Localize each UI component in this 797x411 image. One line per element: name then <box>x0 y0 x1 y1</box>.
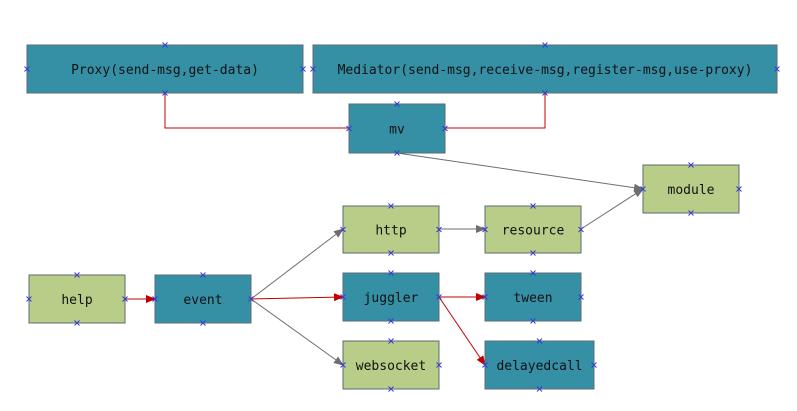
connection-point-mv-right[interactable] <box>442 125 448 132</box>
node-module[interactable]: module <box>642 164 740 214</box>
node-module-label: module <box>668 183 715 198</box>
connection-point-help-left[interactable] <box>26 296 32 302</box>
node-mediator-box <box>312 44 778 94</box>
node-event-label: event <box>183 293 222 308</box>
node-proxy-box <box>26 44 304 94</box>
node-juggler-label: juggler <box>364 291 419 306</box>
node-help[interactable]: help <box>28 274 126 324</box>
connection-point-event-right[interactable] <box>248 296 254 302</box>
connection-point-http-left[interactable] <box>340 226 346 233</box>
node-mediator[interactable]: Mediator(send-msg,receive-msg,register-m… <box>312 44 778 94</box>
node-help-label: help <box>61 293 92 308</box>
connection-point-delayedcall-bottom[interactable] <box>536 386 543 392</box>
node-event[interactable]: event <box>154 274 252 324</box>
node-http[interactable]: http <box>342 205 440 254</box>
connection-point-tween-top[interactable] <box>530 270 536 276</box>
node-tween-box <box>484 272 582 322</box>
node-delayedcall[interactable]: delayedcall <box>484 340 595 390</box>
connection-point-resource-bottom[interactable] <box>530 250 536 256</box>
connection-point-help-bottom[interactable] <box>74 320 80 326</box>
node-delayedcall-box <box>484 340 595 390</box>
node-delayedcall-label: delayedcall <box>496 359 582 374</box>
connection-point-juggler-top[interactable] <box>388 270 394 276</box>
connection-point-help-top[interactable] <box>74 272 80 278</box>
connection-point-proxy-right[interactable] <box>300 66 306 72</box>
connection-point-tween-bottom[interactable] <box>530 318 536 324</box>
node-juggler[interactable]: juggler <box>342 272 440 322</box>
connection-point-proxy-bottom[interactable] <box>162 90 168 96</box>
connection-point-websocket-top[interactable] <box>388 338 394 344</box>
node-proxy[interactable]: Proxy(send-msg,get-data) <box>26 44 304 94</box>
connection-point-event-top[interactable] <box>200 272 206 278</box>
edge-event-to-websocket <box>250 298 344 366</box>
connection-point-delayedcall-left[interactable] <box>482 362 488 368</box>
node-resource[interactable]: resource <box>484 205 582 254</box>
node-module-box <box>642 164 740 214</box>
node-mv[interactable]: mv <box>348 103 446 154</box>
edge-mv-to-module <box>396 152 644 192</box>
connection-point-juggler-left[interactable] <box>340 294 346 300</box>
connection-point-module-right[interactable] <box>736 186 742 192</box>
connection-point-tween-right[interactable] <box>578 294 584 300</box>
edge-event-to-http <box>250 228 344 300</box>
edge-juggler-to-delayedcall <box>438 296 486 366</box>
connection-point-delayedcall-top[interactable] <box>536 338 543 344</box>
connection-point-delayedcall-right[interactable] <box>591 362 597 368</box>
connection-point-mv-bottom[interactable] <box>394 150 400 156</box>
connection-point-mv-top[interactable] <box>394 101 400 107</box>
connection-point-juggler-right[interactable] <box>436 294 442 300</box>
connection-point-mv-left[interactable] <box>346 125 352 132</box>
node-juggler-box <box>342 272 440 322</box>
connection-point-http-right[interactable] <box>436 226 442 233</box>
node-websocket-label: websocket <box>356 359 426 374</box>
connection-point-resource-top[interactable] <box>530 203 536 209</box>
node-websocket-box <box>342 340 440 390</box>
edge-resource-to-module <box>580 188 644 230</box>
edges-layer <box>125 93 644 366</box>
node-websocket[interactable]: websocket <box>342 340 440 390</box>
connection-point-resource-right[interactable] <box>578 226 584 233</box>
connection-point-module-left[interactable] <box>640 186 646 192</box>
connection-point-http-top[interactable] <box>388 203 394 209</box>
connection-point-websocket-left[interactable] <box>340 362 346 368</box>
connection-point-resource-left[interactable] <box>482 226 488 233</box>
connection-point-websocket-right[interactable] <box>436 362 442 368</box>
node-resource-label: resource <box>502 224 565 239</box>
edge-mv-to-proxy <box>164 93 349 129</box>
nodes-layer: Proxy(send-msg,get-data) Mediator(send-m… <box>26 44 778 390</box>
node-proxy-label: Proxy(send-msg,get-data) <box>71 63 259 78</box>
connection-point-websocket-bottom[interactable] <box>388 386 394 392</box>
connection-point-help-right[interactable] <box>122 296 128 302</box>
connection-point-event-bottom[interactable] <box>200 320 206 326</box>
connection-point-proxy-top[interactable] <box>162 42 168 48</box>
connection-point-juggler-bottom[interactable] <box>388 318 394 324</box>
edge-mv-to-mediator <box>445 93 546 129</box>
edge-event-to-juggler <box>250 293 344 302</box>
connection-point-module-bottom[interactable] <box>688 210 694 216</box>
node-http-box <box>342 205 440 254</box>
connection-point-tween-left[interactable] <box>482 294 488 300</box>
node-mediator-label: Mediator(send-msg,receive-msg,register-m… <box>338 63 753 78</box>
connection-point-mediator-top[interactable] <box>542 42 548 48</box>
connection-point-mediator-right[interactable] <box>774 66 780 72</box>
connection-point-mediator-bottom[interactable] <box>542 90 548 96</box>
connection-point-module-top[interactable] <box>688 162 694 168</box>
connection-point-event-left[interactable] <box>152 296 158 302</box>
node-http-label: http <box>375 224 406 239</box>
connection-point-mediator-left[interactable] <box>310 66 316 72</box>
node-tween-label: tween <box>513 291 552 306</box>
connection-point-http-bottom[interactable] <box>388 250 394 256</box>
connection-markers <box>24 42 780 392</box>
node-mv-label: mv <box>389 123 405 138</box>
connection-point-proxy-left[interactable] <box>24 66 30 72</box>
node-tween[interactable]: tween <box>484 272 582 322</box>
